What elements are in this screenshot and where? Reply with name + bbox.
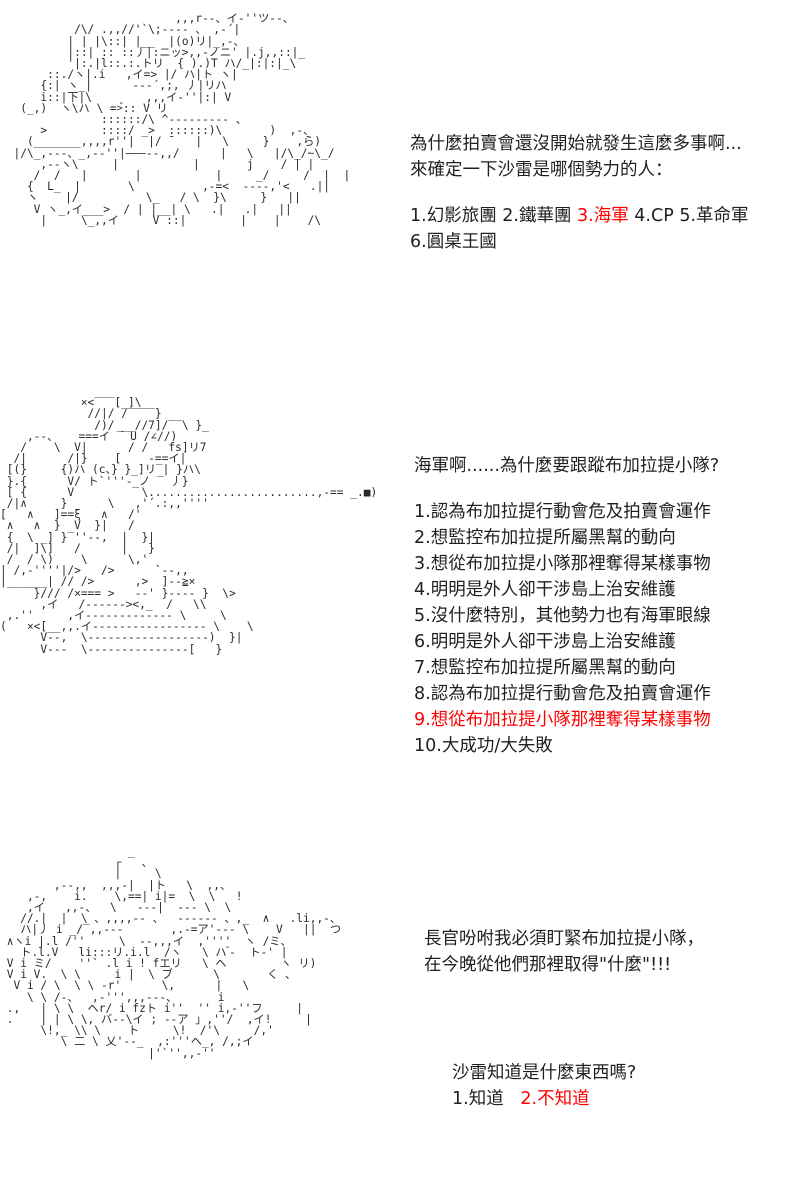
text-segment: 4.明明是外人卻干涉島上治安維護 [414,580,676,600]
dialogue-block-2: 海軍啊......為什麼要跟蹤布加拉提小隊? 1.認為布加拉提行動會危及拍賣會運作… [414,453,798,759]
text-segment: 4.CP 5.革命軍 [628,206,749,226]
ascii-art-character-gun-pose: ,,,r--、イ-''ツ--、 /\/ .,,//'`\;-‐-- 、 ,‐´|… [13,12,351,227]
choice-line[interactable]: 3.想從布加拉提小隊那裡奪得某樣事物 [414,551,798,577]
choice-line[interactable]: 7.想監控布加拉提所屬黑幫的動向 [414,655,798,681]
text-segment [504,1089,521,1109]
text-segment: 3.想從布加拉提小隊那裡奪得某樣事物 [414,554,711,574]
text-segment: 1.知道 [452,1089,504,1109]
choice-line[interactable]: 5.沒什麼特別，其他勢力也有海軍眼線 [414,603,798,629]
dialogue-line: 沙雷知道是什麼東西嗎? [452,1060,792,1086]
text-segment: 1.幻影旅團 2.鐵華團 [410,206,578,226]
dialogue-line: 來確定一下沙雷是哪個勢力的人： [410,157,792,183]
choice-option-highlighted[interactable]: 9.想從布加拉提小隊那裡奪得某樣事物 [414,710,711,730]
text-segment: 在今晚從他們那裡取得"什麼"!!! [424,955,672,975]
ascii-art-character-kneeling: ┌ ‾ 、 | \ ,--,, ,,,-| |ト \ ,,、 ,-, i. \,… [6,856,342,1060]
dialogue-block-1: 為什麼拍賣會還沒開始就發生這麼多事啊... 來確定一下沙雷是哪個勢力的人： 1.幻影… [410,131,792,255]
choice-line[interactable]: 10.大成功/大失敗 [414,733,798,759]
choice-line[interactable]: 1.知道 2.不知道 [452,1086,792,1112]
text-segment: 6.明明是外人卻干涉島上治安維護 [414,632,676,652]
dialogue-line: 海軍啊......為什麼要跟蹤布加拉提小隊? [414,453,798,479]
choice-option-highlighted[interactable]: 2.不知道 [520,1089,590,1109]
dialogue-line: 為什麼拍賣會還沒開始就發生這麼多事啊... [410,131,792,157]
choice-line[interactable]: 9.想從布加拉提小隊那裡奪得某樣事物 [414,707,798,733]
text-segment: 為什麼拍賣會還沒開始就發生這麼多事啊... [410,134,742,154]
text-segment: 8.認為布加拉提行動會危及拍賣會運作 [414,684,711,704]
choice-line[interactable]: 8.認為布加拉提行動會危及拍賣會運作 [414,681,798,707]
choice-line[interactable]: 6.圓桌王國 [410,229,792,255]
choice-line[interactable]: 4.明明是外人卻干涉島上治安維護 [414,577,798,603]
dialogue-spacer [410,183,792,203]
text-segment: 1.認為布加拉提行動會危及拍賣會運作 [414,502,711,522]
ascii-art-character-aiming-rifle: ×<‾‾‾[_]\ //|/ /‾‾‾‾} /)/ __//7]/‾‾\ }_ … [0,396,378,656]
dialogue-block-4: 沙雷知道是什麼東西嗎? 1.知道 2.不知道 [452,1060,792,1112]
text-segment: 2.想監控布加拉提所屬黑幫的動向 [414,528,676,548]
text-segment: 5.沒什麼特別，其他勢力也有海軍眼線 [414,606,711,626]
choice-option-highlighted[interactable]: 3.海軍 [577,206,629,226]
text-segment: 海軍啊......為什麼要跟蹤布加拉提小隊? [414,456,720,476]
text-segment: 10.大成功/大失敗 [414,736,553,756]
text-segment: 來確定一下沙雷是哪個勢力的人： [410,160,673,180]
dialogue-line: 長官吩咐我必須盯緊布加拉提小隊， [424,926,794,952]
dialogue-line: 在今晚從他們那裡取得"什麼"!!! [424,952,794,978]
choice-line[interactable]: 1.幻影旅團 2.鐵華團 3.海軍 4.CP 5.革命軍 [410,203,792,229]
dialogue-spacer [414,479,798,499]
choice-line[interactable]: 6.明明是外人卻干涉島上治安維護 [414,629,798,655]
dialogue-block-3: 長官吩咐我必須盯緊布加拉提小隊， 在今晚從他們那裡取得"什麼"!!! [424,926,794,978]
text-segment: 7.想監控布加拉提所屬黑幫的動向 [414,658,676,678]
choice-line[interactable]: 1.認為布加拉提行動會危及拍賣會運作 [414,499,798,525]
text-segment: 長官吩咐我必須盯緊布加拉提小隊， [424,929,704,949]
text-segment: 6.圓桌王國 [410,232,497,252]
text-segment: 沙雷知道是什麼東西嗎? [452,1063,637,1083]
choice-line[interactable]: 2.想監控布加拉提所屬黑幫的動向 [414,525,798,551]
